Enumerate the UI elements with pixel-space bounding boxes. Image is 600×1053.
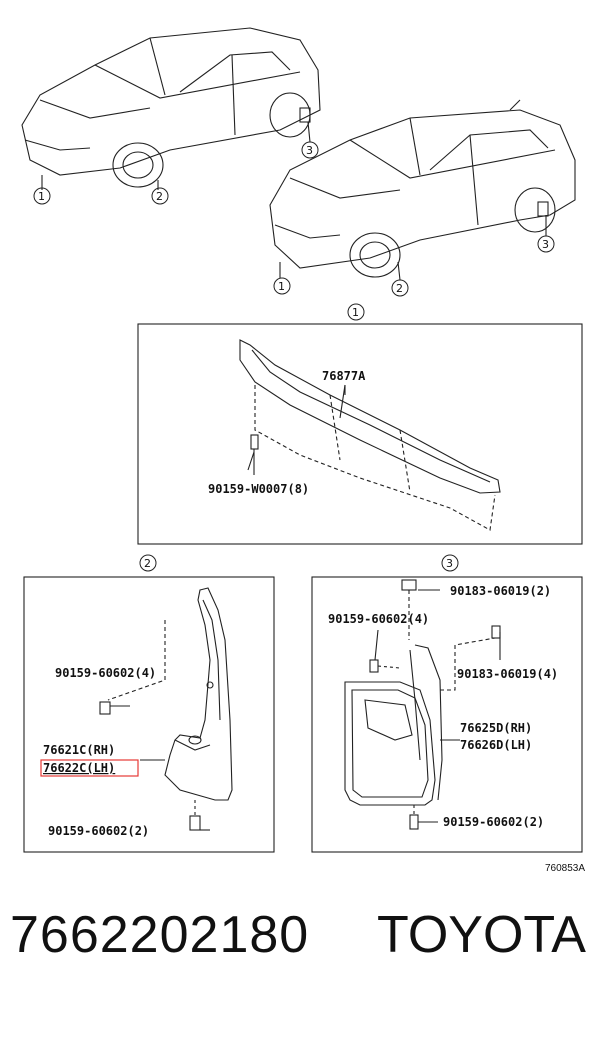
- callout-2-car2: 2: [396, 282, 403, 295]
- part-label-rh-panel3: 76625D(RH): [460, 721, 532, 735]
- callout-1-panel: 1: [352, 306, 359, 319]
- clip-top-label-panel3: 90183-06019(2): [450, 584, 551, 598]
- rocker-molding-illustration: [239, 339, 501, 531]
- hatchback-car-illustration: [21, 27, 321, 190]
- panel-3-frame: [311, 576, 583, 853]
- brand-name: TOYOTA: [377, 906, 586, 964]
- rear-mudguard-illustration: [344, 579, 501, 830]
- callout-3-panel: 3: [446, 557, 453, 570]
- callout-2-panel: 2: [144, 557, 151, 570]
- part-number: 7662202180: [10, 906, 310, 964]
- part-label-lh-panel3: 76626D(LH): [460, 738, 532, 752]
- diagram-reference: 760853A: [545, 863, 585, 874]
- bolt-bottom-label-panel2: 90159-60602(2): [48, 824, 149, 838]
- part-label-rh-panel2: 76621C(RH): [43, 743, 115, 757]
- highlight-box: [40, 759, 139, 777]
- callout-3-car1: 3: [306, 144, 313, 157]
- parts-diagram: 1 2 3 1 2 3 1 2 3 76877A 90159-W0007(8) …: [21, 27, 585, 874]
- callout-markers: 1 2 3 1 2 3 1 2 3: [33, 141, 555, 572]
- callout-1-car2: 1: [278, 280, 285, 293]
- callout-3-car2: 3: [542, 238, 549, 251]
- callout-2-car1: 2: [156, 190, 163, 203]
- panel-1-frame: [137, 323, 583, 545]
- callout-1-car1: 1: [38, 190, 45, 203]
- panel-2-frame: [23, 576, 275, 853]
- bolt-top-label-panel2: 90159-60602(4): [55, 666, 156, 680]
- front-mudguard-illustration: [99, 587, 233, 831]
- bolt-label-panel1: 90159-W0007(8): [208, 482, 309, 496]
- bolt-top-label-panel3: 90159-60602(4): [328, 612, 429, 626]
- part-label-76877A: 76877A: [322, 369, 366, 383]
- part-label-lh-panel2: 76622C(LH): [43, 761, 115, 775]
- wagon-car-illustration: [269, 99, 576, 281]
- bolt-bottom-label-panel3: 90159-60602(2): [443, 815, 544, 829]
- clip-mid-label-panel3: 90183-06019(4): [457, 667, 558, 681]
